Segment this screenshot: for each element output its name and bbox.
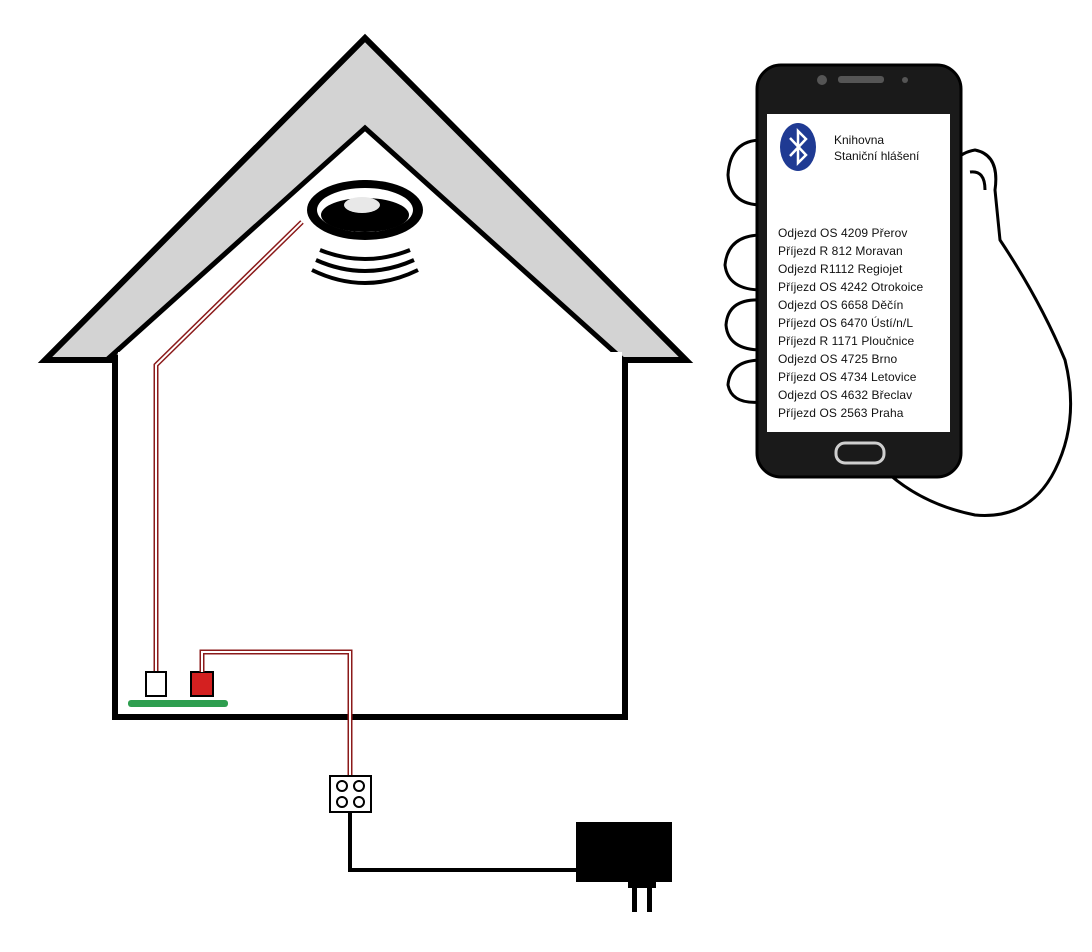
announcement-item[interactable]: Odjezd OS 4632 Břeclav <box>778 388 913 402</box>
bluetooth-icon <box>780 123 816 171</box>
announcement-item[interactable]: Příjezd OS 2563 Praha <box>778 406 904 420</box>
announcement-item[interactable]: Příjezd OS 6470 Ústí/n/L <box>778 316 914 330</box>
announcement-item[interactable]: Příjezd R 812 Moravan <box>778 244 903 258</box>
announcement-item[interactable]: Odjezd R1112 Regiojet <box>778 262 903 276</box>
home-button[interactable] <box>834 441 886 465</box>
app-subtitle: Staniční hlášení <box>834 149 920 163</box>
terminal-block <box>329 775 372 813</box>
announcement-item[interactable]: Odjezd OS 4725 Brno <box>778 352 898 366</box>
announcement-item[interactable]: Odjezd OS 6658 Děčín <box>778 298 904 312</box>
announcement-item[interactable]: Příjezd OS 4734 Letovice <box>778 370 917 384</box>
power-adapter-icon <box>576 822 672 912</box>
app-title: Knihovna <box>834 133 885 147</box>
phone-screen: Knihovna Staniční hlášení Odjezd OS 4209… <box>767 114 950 432</box>
house-walls <box>112 357 628 720</box>
adapter-cable <box>348 812 578 872</box>
announcement-list: Odjezd OS 4209 Přerov Příjezd R 812 Mora… <box>778 224 923 422</box>
announcement-item[interactable]: Příjezd R 1171 Ploučnice <box>778 334 915 348</box>
white-module <box>145 671 167 697</box>
hand-illustration <box>723 138 1073 517</box>
app-title-block: Knihovna Staniční hlášení <box>834 132 919 164</box>
announcement-item[interactable]: Odjezd OS 4209 Přerov <box>778 226 908 240</box>
house-wall-gap <box>118 352 622 362</box>
green-board <box>128 700 228 707</box>
red-module <box>190 671 214 697</box>
announcement-item[interactable]: Příjezd OS 4242 Otrokoice <box>778 280 924 294</box>
speaker-icon <box>307 180 423 285</box>
